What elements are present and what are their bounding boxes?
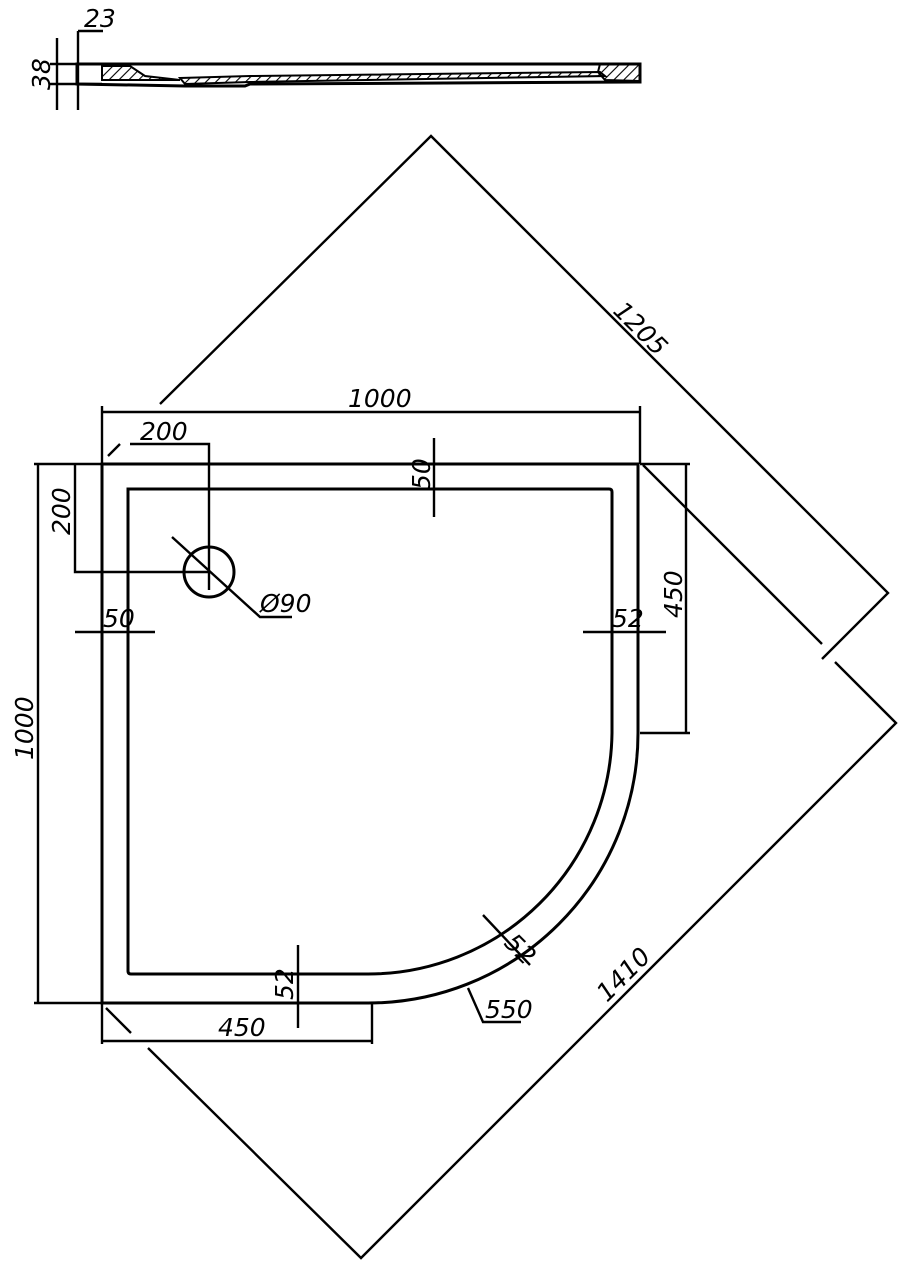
dim-23-leader — [76, 29, 103, 110]
diagonal-dimensions: 1205 1410 — [105, 134, 898, 1260]
drain-dimensions: 200 200 Ø90 — [47, 417, 312, 619]
dim-38-line — [50, 38, 102, 110]
dim-52-arc-line — [482, 914, 531, 966]
dim-200-x-line — [107, 442, 211, 590]
dim-52-right-label: 52 — [612, 604, 644, 633]
dim-1205-label: 1205 — [608, 296, 673, 361]
straight-dimensions: 450 450 550 — [100, 462, 690, 1044]
dim-200-y-label: 200 — [47, 487, 76, 535]
dim-1410-line — [105, 661, 898, 1260]
dim-200-x-label: 200 — [140, 417, 188, 446]
dim-200-y-line — [73, 464, 209, 574]
dim-drain-leader — [171, 536, 292, 619]
profile-wall-right — [596, 63, 641, 83]
dim-52-bottom-label: 52 — [270, 968, 299, 1000]
dim-450-right-line — [640, 462, 690, 735]
dim-450-right-label: 450 — [659, 570, 688, 618]
dim-23-label: 23 — [84, 4, 116, 33]
overall-dimensions: 1000 1000 — [10, 384, 642, 1005]
profile-section: 23 38 — [27, 4, 642, 110]
tray-inner-contour — [126, 487, 614, 976]
dim-50-left-label: 50 — [103, 604, 135, 633]
rim-dimensions: 50 50 52 52 52 — [75, 438, 666, 1028]
tray-outer-contour — [100, 462, 640, 1005]
dim-550-label: 550 — [485, 995, 533, 1024]
dim-550-leader — [466, 987, 521, 1024]
dim-1410-label: 1410 — [591, 942, 656, 1007]
dim-1000-left-line — [34, 462, 102, 1005]
dim-1000-top-label: 1000 — [348, 384, 412, 413]
dim-38-label: 38 — [27, 58, 56, 90]
dim-1000-left-label: 1000 — [10, 696, 39, 760]
dim-450-bottom-label: 450 — [218, 1013, 266, 1042]
dim-1205-line — [159, 134, 890, 660]
dim-1205-ext — [642, 464, 823, 645]
dim-50-top-label: 50 — [407, 458, 436, 490]
dim-1000-top-line — [100, 406, 642, 464]
dim-450-bottom-line — [100, 1003, 374, 1044]
dim-drain-label: Ø90 — [259, 589, 312, 618]
profile-wall-left — [101, 65, 181, 81]
